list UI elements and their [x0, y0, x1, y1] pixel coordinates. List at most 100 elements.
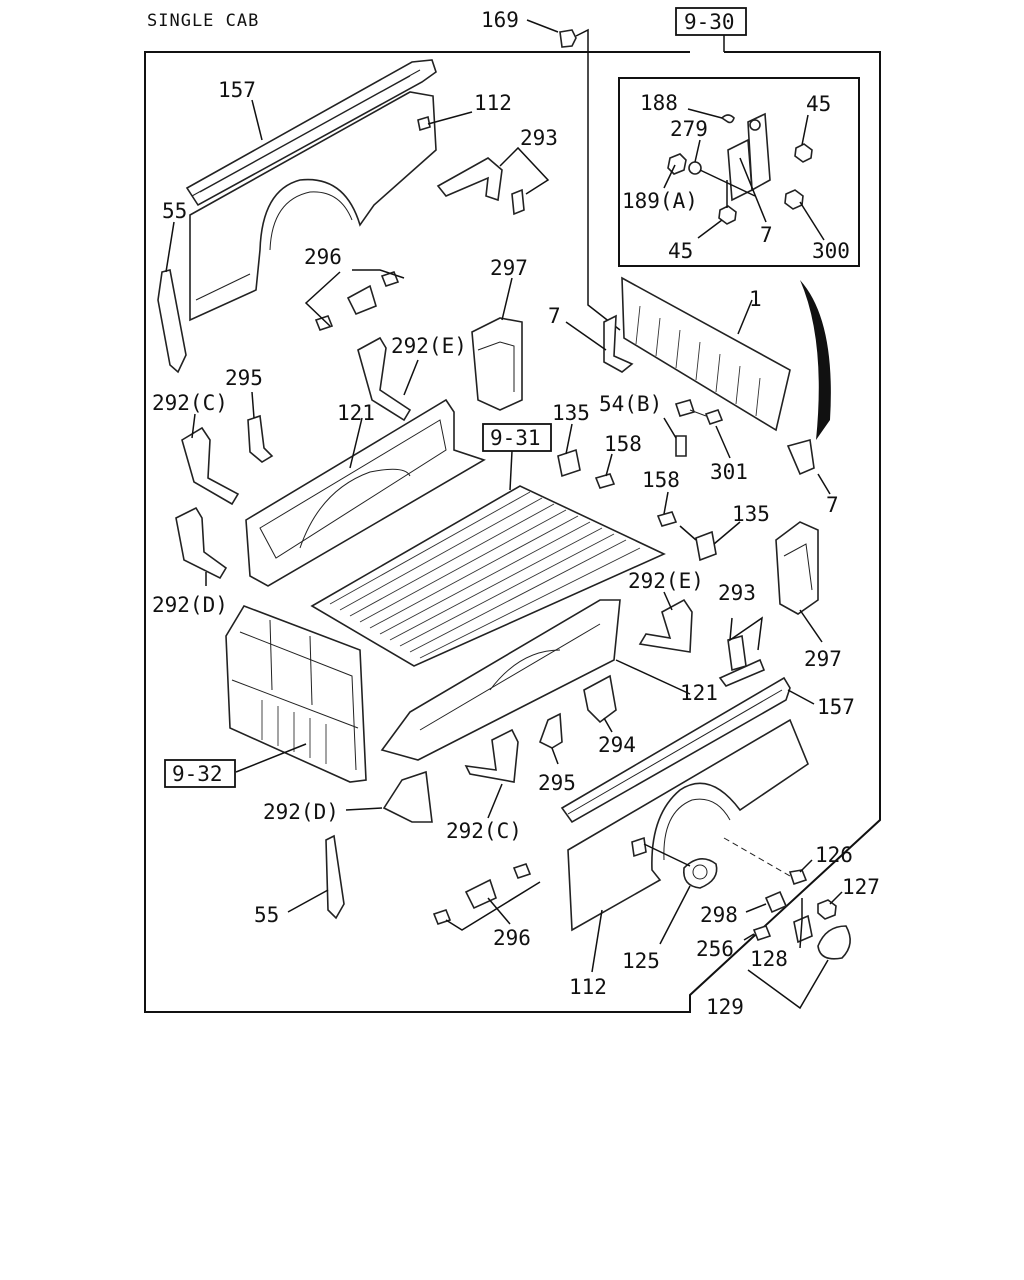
label-297b: 297 [804, 647, 842, 671]
svg-text:9-30: 9-30 [684, 10, 735, 34]
label-135: 135 [552, 401, 590, 425]
label-296b: 296 [493, 926, 531, 950]
part-121-inner-side-left [245, 398, 486, 587]
label-158b: 158 [642, 468, 680, 492]
part-labels: 169 157 112 293 55 296 297 292(E) 295 29… [152, 8, 880, 1019]
svg-text:9-31: 9-31 [490, 426, 541, 450]
part-125-fuel-housing [643, 843, 718, 945]
label-7c: 7 [760, 223, 773, 247]
part-55-seal-left [157, 221, 187, 374]
part-7-hinge-right [786, 438, 831, 495]
diagram-header: SINGLE CAB [147, 11, 259, 31]
label-294: 294 [598, 733, 636, 757]
label-121: 121 [337, 401, 375, 425]
part-298-clip [745, 890, 788, 914]
label-121b: 121 [680, 681, 718, 705]
label-157b: 157 [817, 695, 855, 719]
label-129: 129 [706, 995, 744, 1019]
part-128-hinge [793, 898, 813, 949]
part-157-bed-rail-right [560, 676, 815, 824]
label-301: 301 [710, 460, 748, 484]
part-127-bolt [817, 891, 843, 920]
part-294-bracket [583, 674, 617, 733]
hinge-detail-inset [618, 77, 860, 267]
part-129-fuel-door [747, 925, 851, 1010]
part-293-bracket-right [718, 616, 766, 687]
part-297-pocket-right [775, 521, 823, 643]
part-292E-brace-right [638, 591, 693, 653]
label-296: 296 [304, 245, 342, 269]
label-125: 125 [622, 949, 660, 973]
part-1-tailgate [621, 276, 831, 440]
label-292Cb: 292(C) [446, 819, 522, 843]
label-55b: 55 [254, 903, 279, 927]
label-112: 112 [474, 91, 512, 115]
part-295-bracket-right [539, 712, 563, 765]
label-292D: 292(D) [152, 593, 228, 617]
label-189A: 189(A) [622, 189, 698, 213]
label-292Db: 292(D) [263, 800, 339, 824]
ref-box-9-31[interactable]: 9-31 [482, 423, 552, 452]
label-157: 157 [218, 78, 256, 102]
label-55: 55 [162, 199, 187, 223]
label-54B: 54(B) [599, 392, 662, 416]
label-188: 188 [640, 91, 678, 115]
part-55-seal-right [287, 834, 345, 920]
part-158-bolt-right [656, 491, 678, 527]
label-112b: 112 [569, 975, 607, 999]
label-158: 158 [604, 432, 642, 456]
part-126-bolt [723, 837, 813, 886]
label-127: 127 [842, 875, 880, 899]
part-bed-floor [310, 450, 666, 667]
label-279: 279 [670, 117, 708, 141]
label-293b: 293 [718, 581, 756, 605]
label-7: 7 [548, 304, 561, 328]
ref-box-9-32[interactable]: 9-32 [164, 759, 236, 788]
main-frame [144, 35, 881, 1013]
label-295: 295 [225, 366, 263, 390]
part-292D-brace-left [175, 506, 228, 586]
label-292C: 292(C) [152, 391, 228, 415]
part-295-bracket-left [247, 391, 274, 463]
part-7-hinge-left [565, 314, 634, 373]
label-298: 298 [700, 903, 738, 927]
label-293: 293 [520, 126, 558, 150]
part-293-bracket-top [436, 146, 550, 216]
part-296-clip-top [304, 269, 405, 331]
label-45: 45 [806, 92, 831, 116]
label-292E: 292(E) [391, 334, 467, 358]
part-296-clip-bottom [432, 863, 541, 931]
part-54B-bolt [663, 417, 687, 457]
label-128: 128 [750, 947, 788, 971]
part-135-striker-left [557, 423, 581, 478]
part-292D-brace-right [345, 770, 433, 823]
part-301-latch [674, 399, 731, 459]
part-292C-brace-right [464, 728, 519, 819]
part-297-pocket-left [471, 277, 523, 411]
label-295b: 295 [538, 771, 576, 795]
label-256: 256 [696, 937, 734, 961]
part-112-side-panel-left [189, 91, 473, 322]
label-45b: 45 [668, 239, 693, 263]
label-292Eb: 292(E) [628, 569, 704, 593]
label-300: 300 [812, 239, 850, 263]
part-121-inner-side-right [380, 599, 691, 761]
label-169: 169 [481, 8, 519, 32]
part-135-striker-right [679, 521, 741, 562]
label-7b: 7 [826, 493, 839, 517]
part-256-clip [743, 925, 772, 941]
label-1: 1 [749, 287, 762, 311]
part-292E-brace-top [357, 336, 419, 422]
svg-text:9-32: 9-32 [172, 762, 223, 786]
part-front-panel [225, 605, 367, 783]
ref-box-9-30[interactable]: 9-30 [675, 7, 747, 36]
part-292C-brace-left [181, 413, 240, 506]
part-158-bolt-left [594, 453, 616, 489]
label-126: 126 [815, 843, 853, 867]
label-297: 297 [490, 256, 528, 280]
label-135b: 135 [732, 502, 770, 526]
part-169-plug [526, 19, 621, 331]
part-112-side-panel-right [567, 718, 809, 973]
part-157-bed-rail-left [185, 59, 437, 207]
